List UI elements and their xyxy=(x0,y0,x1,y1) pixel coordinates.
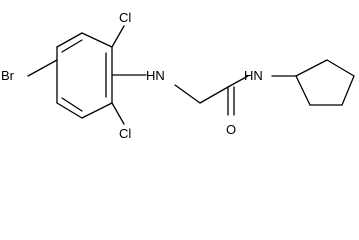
ring-bond-top-right xyxy=(81,32,113,48)
bond-ch2-to-carbonyl xyxy=(199,86,229,104)
bond-ring-to-cl-bottom xyxy=(111,102,125,125)
cyclopentyl-bond-3 xyxy=(341,75,355,106)
chemical-structure-diagram: Cl Cl Br HN HN O xyxy=(1,10,355,141)
substituent-bonds xyxy=(27,25,297,125)
bond-ring-to-br xyxy=(27,59,58,77)
ring-bond-top xyxy=(56,32,83,48)
cyclopentyl-bond-5 xyxy=(295,75,311,106)
atom-label-nh-right: HN xyxy=(244,68,263,83)
benzene-ring xyxy=(56,32,113,119)
bond-nh-to-ch2 xyxy=(174,84,201,104)
ring-bond-bottom-right xyxy=(81,102,113,119)
ring-bond-bottom-left xyxy=(56,102,83,119)
bond-carbonyl-to-nh xyxy=(227,75,249,88)
atom-label-br: Br xyxy=(1,68,15,83)
cyclopentyl-bond-2 xyxy=(326,59,355,77)
atom-label-o: O xyxy=(226,122,236,137)
bond-ring-to-cl-top xyxy=(111,25,125,48)
atom-label-nh-left: HN xyxy=(146,68,165,83)
ring-double-bond-bottom xyxy=(61,97,83,112)
cyclopentyl-bond-1 xyxy=(295,59,328,77)
atom-label-cl-bottom: Cl xyxy=(119,126,131,141)
cyclopentane-ring xyxy=(295,59,355,106)
atom-label-cl-top: Cl xyxy=(119,10,131,25)
ring-double-bond-top xyxy=(61,39,83,53)
